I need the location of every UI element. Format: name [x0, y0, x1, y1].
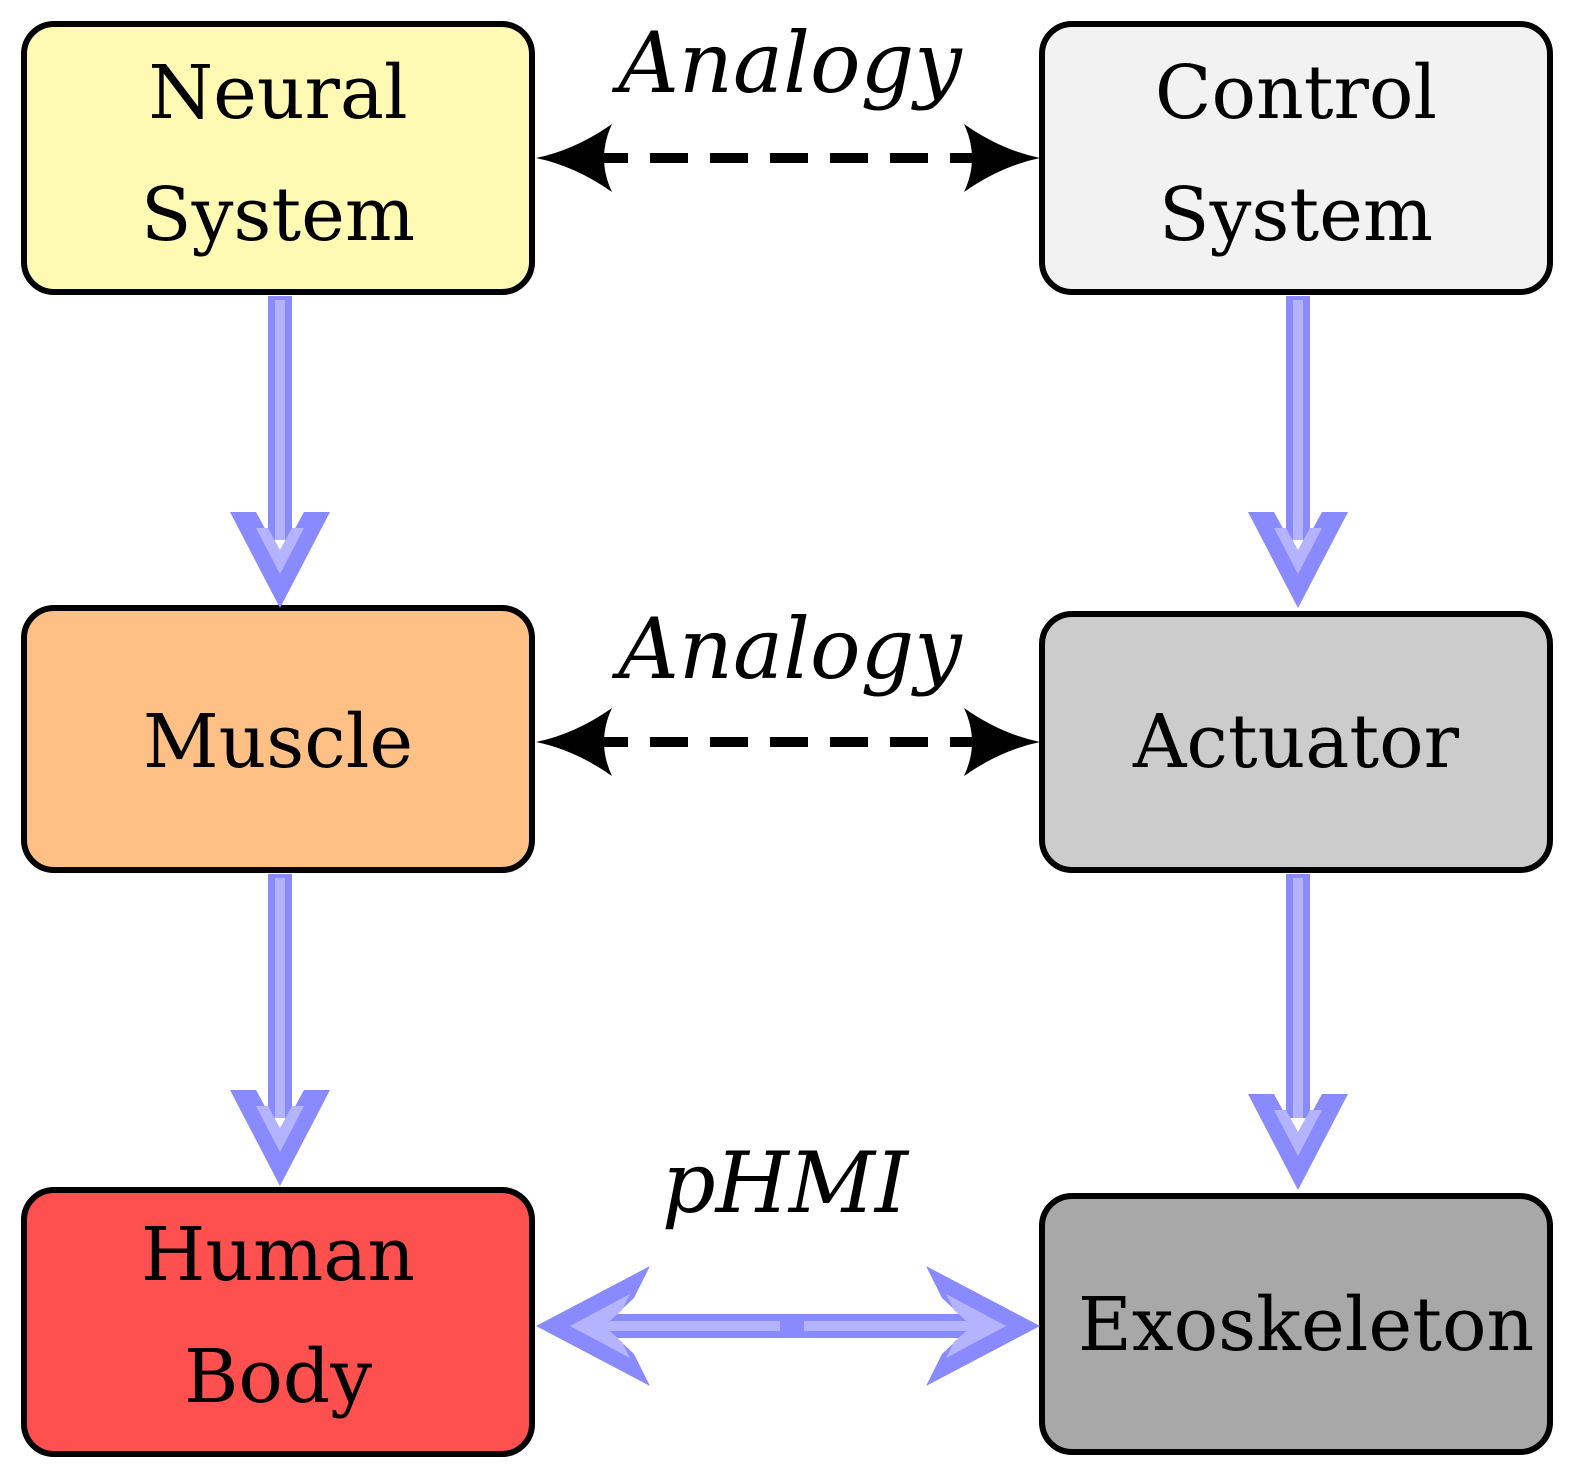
analogy-arrowhead-left-middle [536, 708, 612, 776]
muscle-label: Muscle [143, 699, 413, 785]
phmi-bidirectional-arrow [536, 1266, 1040, 1386]
analogy-label-top: Analogy [611, 14, 963, 112]
exoskeleton-box: Exoskeleton [1039, 1193, 1553, 1455]
analogy-label-middle: Analogy [611, 600, 963, 698]
phmi-label: pHMI [662, 1134, 910, 1232]
phmi-relation: pHMI [536, 1134, 1040, 1386]
neural-system-label-line1: Neural [148, 50, 407, 136]
control-system-label-line2: System [1159, 172, 1433, 258]
actuator-rect [1039, 611, 1553, 873]
control-system-box: Control System [1039, 21, 1553, 295]
analogy-arrowhead-left-top [536, 124, 612, 192]
muscle-box: Muscle [21, 605, 535, 873]
analogy-arrowhead-right-top [964, 124, 1040, 192]
flow-arrow-muscle-to-human-body [230, 874, 330, 1186]
exoskeleton-rect [1039, 1193, 1553, 1455]
actuator-label: Actuator [1132, 699, 1460, 785]
neural-system-box: Neural System [21, 21, 535, 295]
neural-system-label-line2: System [141, 172, 415, 258]
muscle-rect [21, 605, 535, 873]
analogy-relation-middle: Analogy [536, 600, 1040, 776]
control-system-rect [1039, 21, 1553, 295]
human-body-box: Human Body [21, 1187, 535, 1457]
human-body-rect [21, 1187, 535, 1457]
flow-arrow-actuator-to-exoskeleton [1248, 874, 1348, 1190]
human-body-label-line1: Human [141, 1212, 415, 1298]
analogy-relation-top: Analogy [536, 14, 1040, 192]
flow-arrow-neural-to-muscle [230, 296, 330, 608]
human-body-label-line2: Body [184, 1334, 372, 1420]
actuator-box: Actuator [1039, 611, 1553, 873]
exoskeleton-label: Exoskeleton [1078, 1282, 1534, 1368]
control-system-label-line1: Control [1155, 50, 1437, 136]
flow-arrow-control-to-actuator [1248, 296, 1348, 608]
analogy-arrowhead-right-middle [964, 708, 1040, 776]
neural-system-rect [21, 21, 535, 295]
